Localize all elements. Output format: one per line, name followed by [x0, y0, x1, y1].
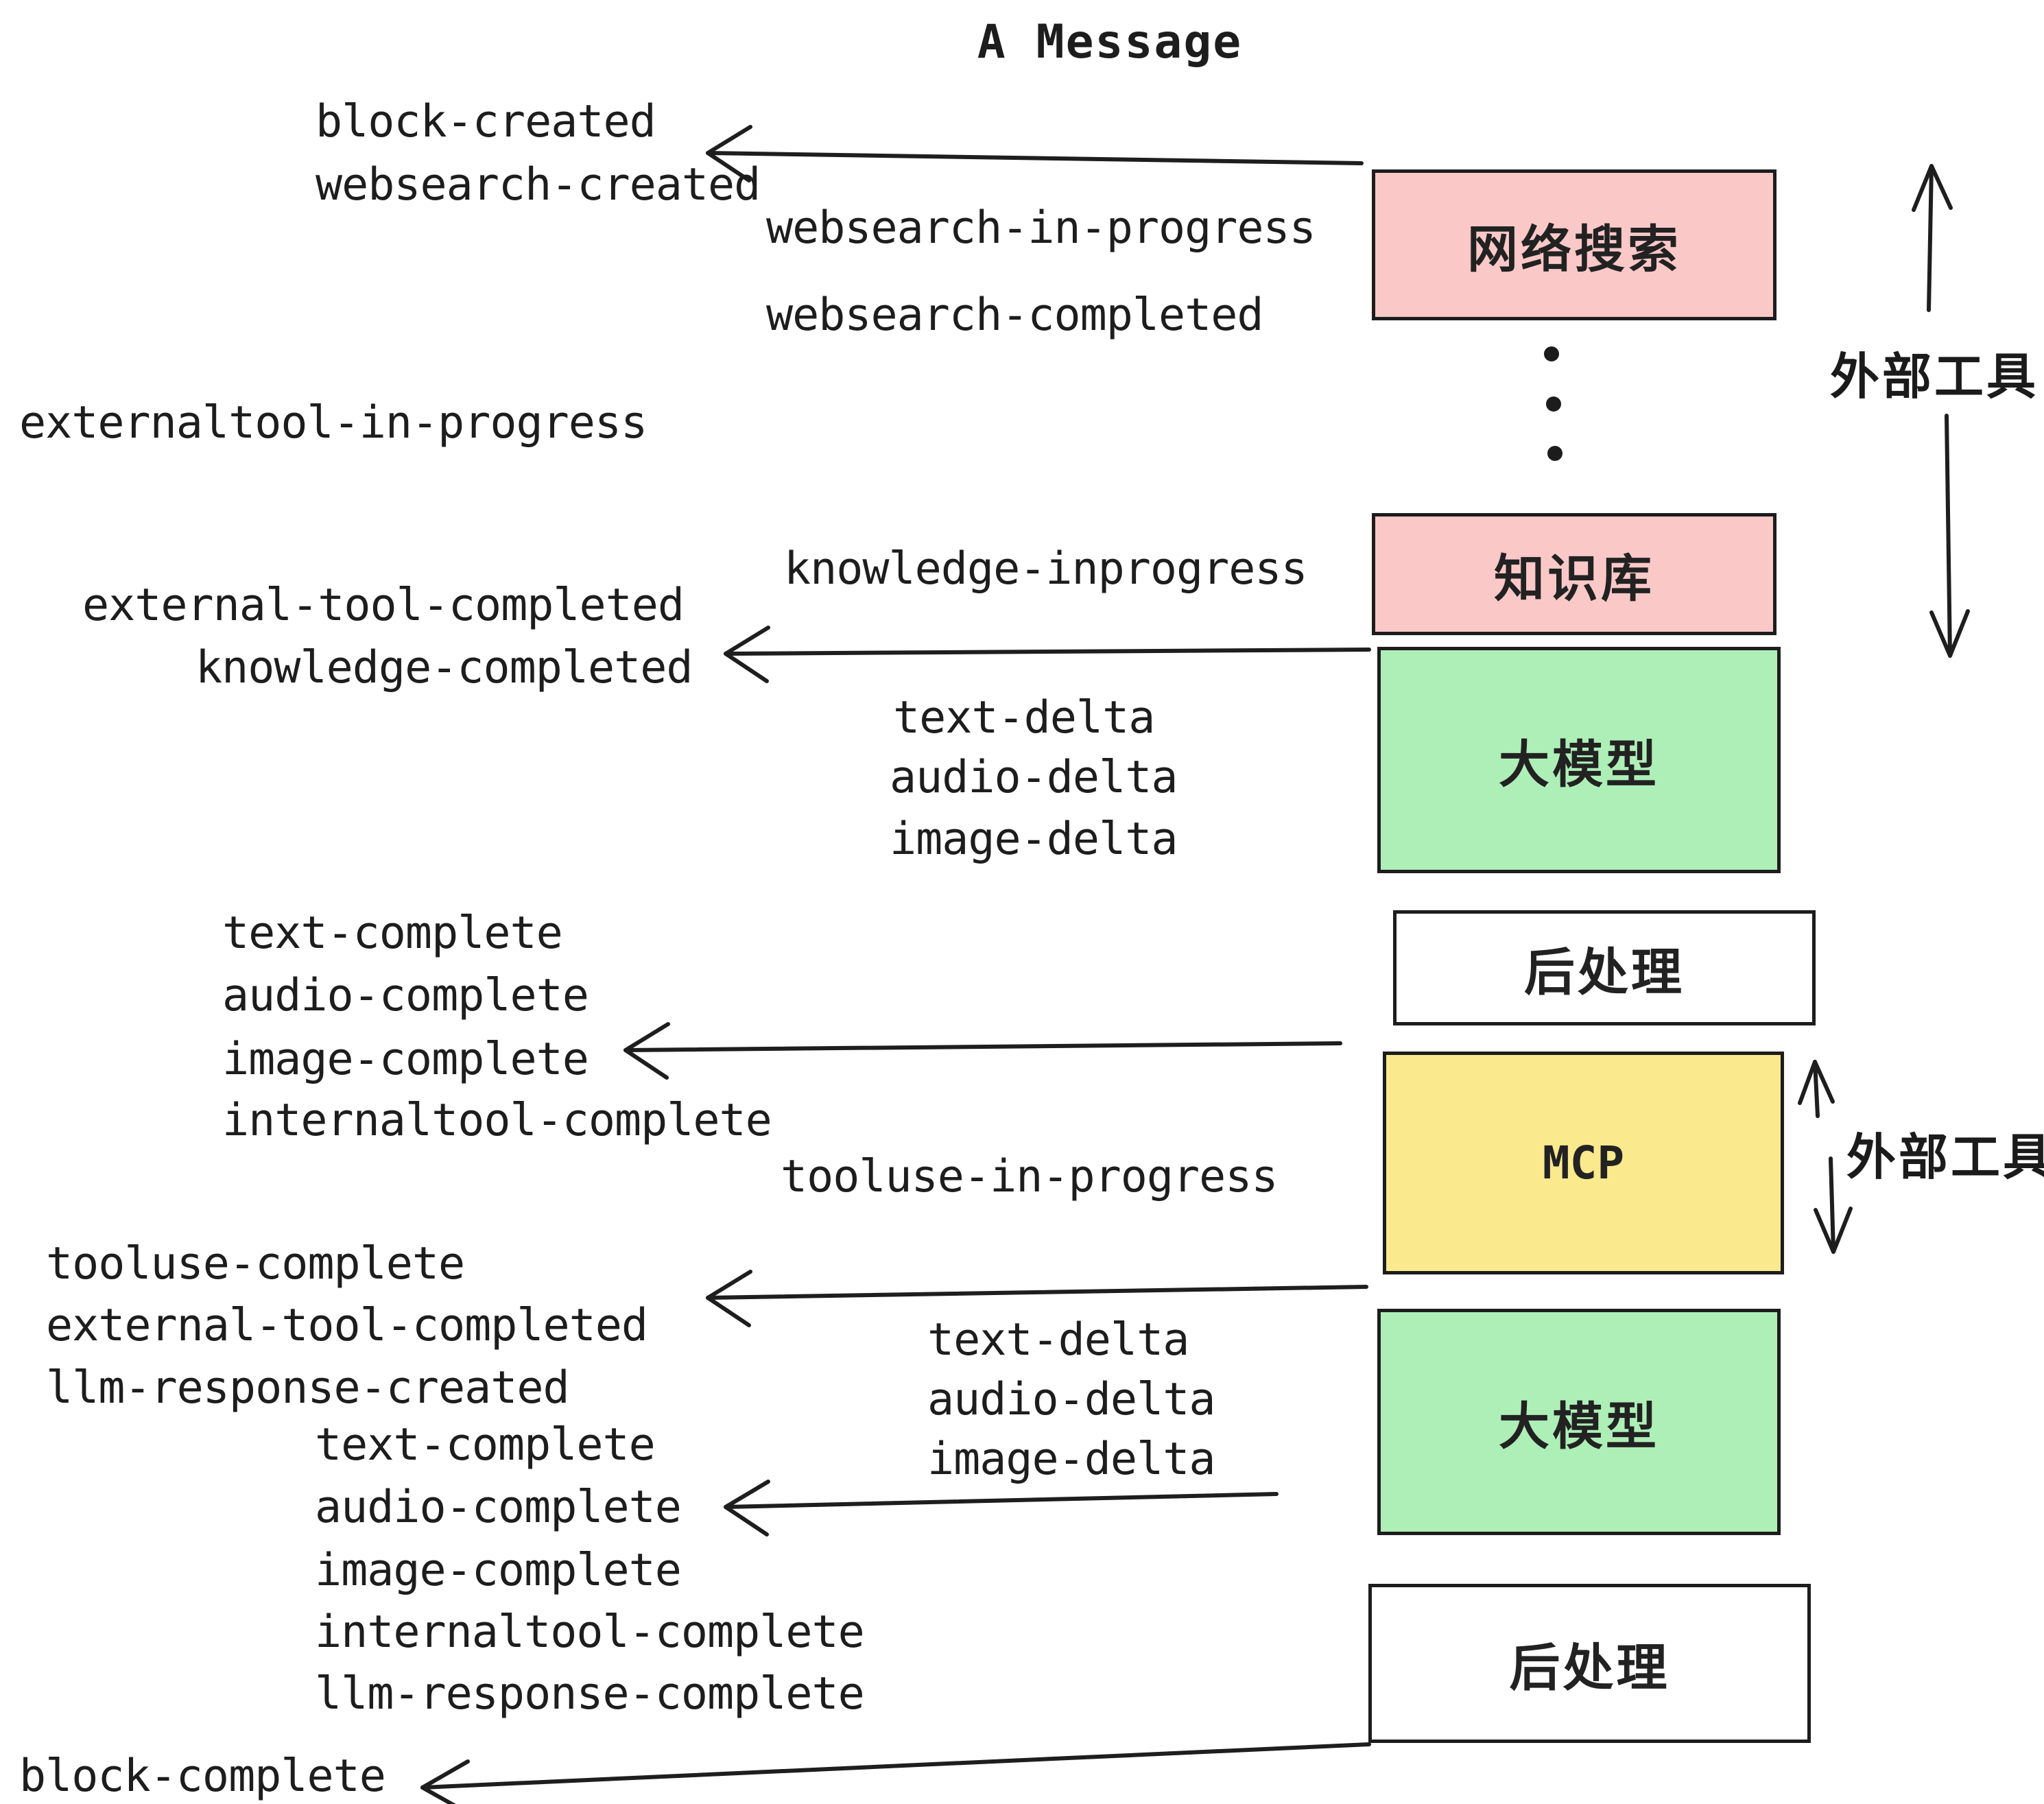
event-knowledge-completed: knowledge-completed — [195, 642, 693, 693]
box-mcp-label: MCP — [1542, 1137, 1625, 1189]
event-image-complete-1: image-complete — [222, 1034, 589, 1085]
external-tools-mid-label: 外部工具 — [1846, 1128, 2044, 1186]
box-llm-1-label: 大模型 — [1499, 735, 1659, 794]
event-image-delta-1: image-delta — [890, 814, 1178, 865]
event-image-complete-2: image-complete — [315, 1545, 682, 1596]
event-websearch-in-progress: websearch-in-progress — [766, 202, 1316, 254]
box-knowledge: 知识库 — [1372, 513, 1776, 635]
event-websearch-created: websearch-created — [316, 159, 761, 211]
box-websearch-label: 网络搜索 — [1467, 219, 1681, 279]
box-llm-2: 大模型 — [1377, 1309, 1781, 1535]
event-llm-response-created: llm-response-created — [46, 1362, 570, 1414]
event-websearch-completed: websearch-completed — [766, 289, 1264, 341]
external-tools-top-down-arrow — [1929, 414, 1970, 658]
arrow-to-audio-complete — [724, 1480, 1279, 1536]
event-block-complete: block-complete — [19, 1750, 386, 1802]
event-text-delta-2: text-delta — [927, 1314, 1189, 1366]
box-postprocess-2: 后处理 — [1368, 1584, 1811, 1743]
event-text-delta-1: text-delta — [893, 692, 1155, 744]
box-llm-2-label: 大模型 — [1499, 1397, 1659, 1456]
event-audio-complete-2: audio-complete — [315, 1482, 682, 1533]
event-internaltool-complete-1: internaltool-complete — [222, 1095, 772, 1146]
event-block-created: block-created — [316, 96, 656, 147]
external-tools-mid-up-arrow — [1798, 1060, 1835, 1118]
event-text-complete-1: text-complete — [222, 907, 563, 959]
box-knowledge-label: 知识库 — [1494, 549, 1654, 608]
box-postprocess-1-label: 后处理 — [1524, 942, 1685, 1002]
box-llm-1: 大模型 — [1377, 647, 1781, 873]
arrow-to-block-created — [706, 125, 1364, 182]
event-externaltool-in-progress: externaltool-in-progress — [19, 397, 647, 449]
external-tools-mid-down-arrow — [1814, 1156, 1853, 1254]
event-audio-delta-2: audio-delta — [927, 1374, 1215, 1425]
event-knowledge-inprogress: knowledge-inprogress — [784, 543, 1308, 595]
arrow-to-block-complete — [420, 1742, 1371, 1804]
box-websearch: 网络搜索 — [1372, 169, 1776, 320]
arrow-to-image-complete — [623, 1022, 1342, 1080]
event-audio-delta-1: audio-delta — [890, 752, 1178, 803]
event-external-tool-completed-2: external-tool-completed — [46, 1300, 648, 1351]
event-external-tool-completed-1: external-tool-completed — [82, 580, 685, 631]
event-text-complete-2: text-complete — [315, 1419, 656, 1471]
event-tooluse-in-progress: tooluse-in-progress — [781, 1151, 1279, 1202]
ellipsis-dots — [1544, 346, 1562, 461]
event-internaltool-complete-2: internaltool-complete — [315, 1606, 865, 1658]
box-mcp: MCP — [1383, 1052, 1784, 1274]
event-image-delta-2: image-delta — [927, 1434, 1215, 1485]
external-tools-top-label: 外部工具 — [1830, 348, 2039, 405]
diagram-title: A Message — [977, 15, 1243, 69]
box-postprocess-2-label: 后处理 — [1509, 1638, 1670, 1698]
arrow-to-knowledge-completed — [724, 626, 1371, 683]
event-audio-complete-1: audio-complete — [222, 970, 589, 1021]
event-llm-response-complete: llm-response-complete — [315, 1668, 865, 1720]
external-tools-top-up-arrow — [1912, 164, 1953, 312]
box-postprocess-1: 后处理 — [1393, 910, 1816, 1025]
event-tooluse-complete: tooluse-complete — [46, 1238, 465, 1290]
